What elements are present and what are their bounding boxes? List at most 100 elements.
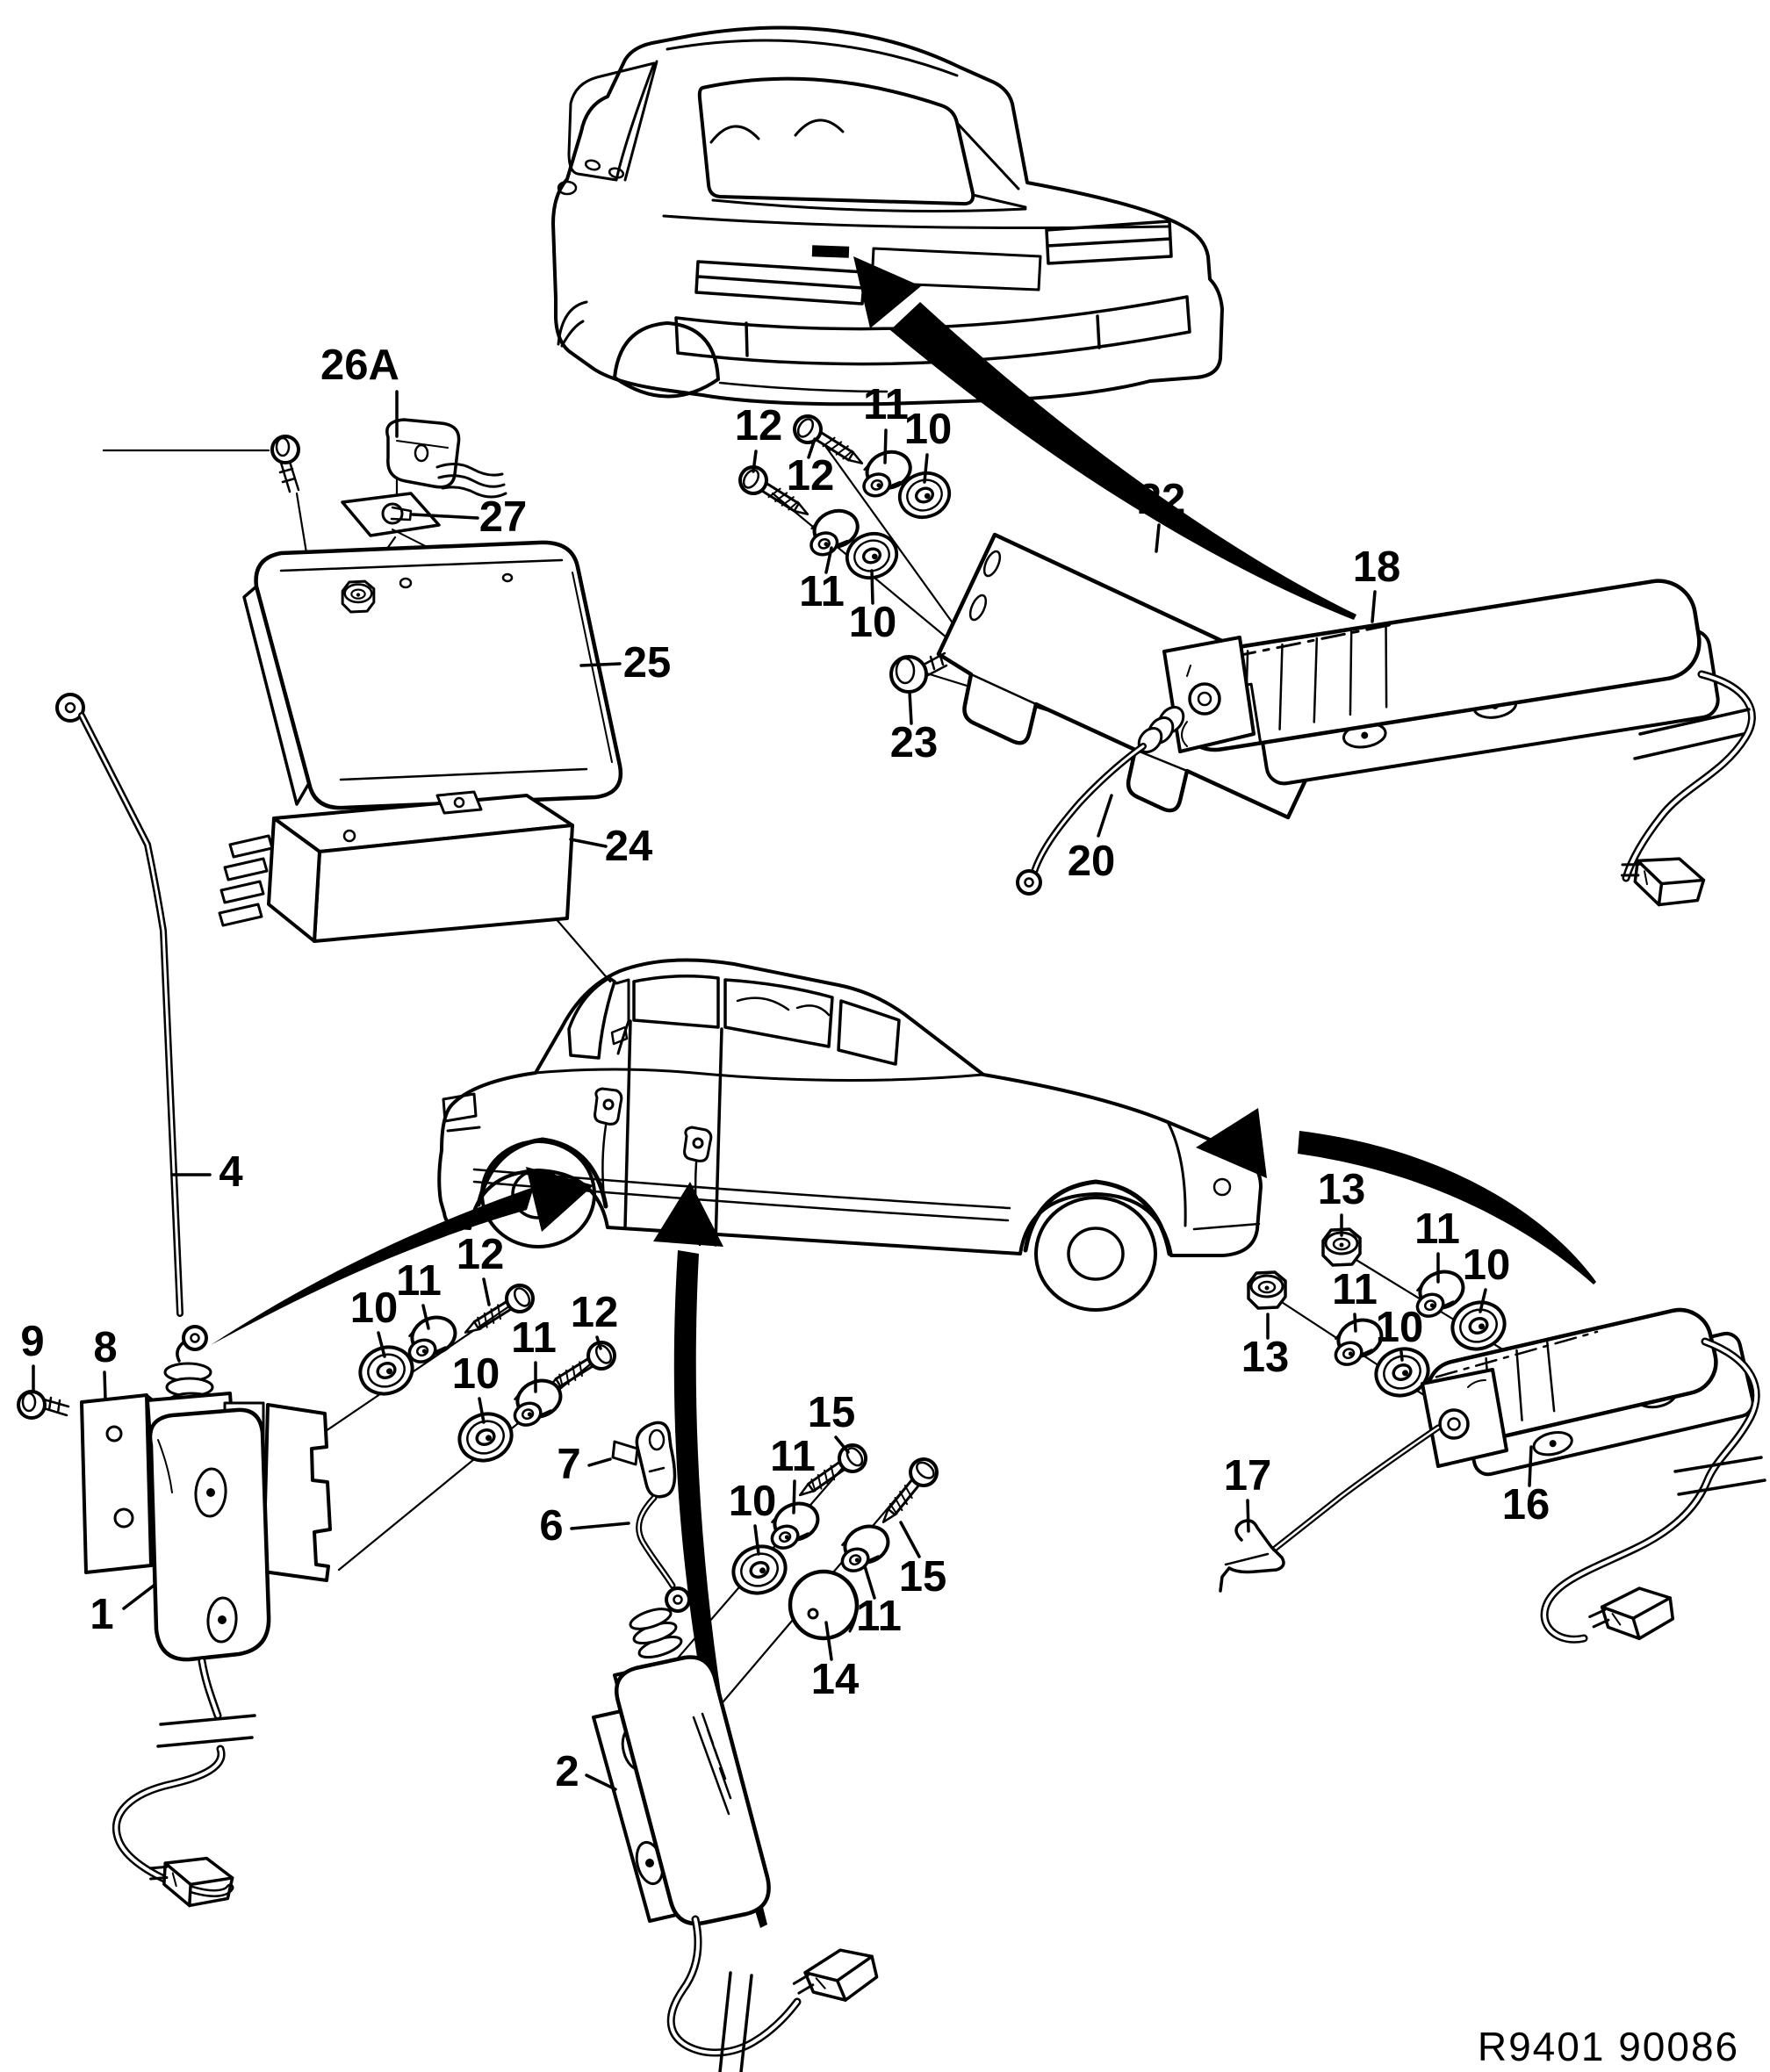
part-label-12-4: 12: [735, 402, 783, 450]
arrow-to-trunk: [1196, 1108, 1596, 1284]
callout-leader-16: [1528, 1445, 1533, 1487]
tailgate-lock-location: [811, 245, 850, 258]
part-label-11-22: 11: [511, 1314, 557, 1362]
rod-20: [1016, 743, 1147, 896]
actuator-18-assembly: [1016, 579, 1756, 915]
wire-16: [1540, 1337, 1766, 1650]
part-label-6-25: 6: [539, 1502, 563, 1550]
rod-4: [55, 693, 183, 1317]
connector-2: [787, 1939, 884, 2016]
callout-leader-27: [411, 513, 479, 520]
part-label-11-19: 11: [396, 1257, 442, 1305]
control-module-24: [218, 790, 574, 943]
relay-cover-assembly: [242, 418, 623, 810]
part-label-20-13: 20: [1068, 838, 1116, 885]
part-label-10-38: 10: [1376, 1304, 1424, 1351]
cap-14: [788, 1569, 860, 1641]
callout-leader-10: [753, 1524, 760, 1556]
part-label-1-17: 1: [90, 1591, 113, 1638]
rod-6: [636, 1494, 676, 1589]
callout-leader-2: [585, 1773, 617, 1791]
cover-nut: [341, 579, 376, 614]
part-label-9-15: 9: [20, 1318, 44, 1365]
callout-leader-15: [899, 1521, 921, 1558]
part-label-8-16: 8: [93, 1324, 117, 1371]
callout-leader-7: [587, 1457, 612, 1467]
callout-leader-11: [863, 1565, 876, 1600]
callout-leader-12: [482, 1277, 491, 1306]
callout-leader-12: [752, 450, 758, 473]
striker-plate: [262, 1403, 332, 1582]
part-label-16-39: 16: [1502, 1481, 1551, 1529]
wire-1: [112, 1657, 256, 1913]
part-label-14-31: 14: [811, 1656, 860, 1703]
car-side-view: [437, 958, 1263, 1312]
lock-plate-27: [341, 492, 457, 563]
part-label-27-1: 27: [479, 493, 528, 541]
callout-leader-12: [807, 437, 817, 459]
part-label-26A-0: 26A: [320, 342, 399, 389]
part-label-12-21: 12: [571, 1289, 619, 1336]
callout-leader-15: [834, 1435, 850, 1454]
callout-leader-22: [1155, 523, 1161, 553]
screw-15: [871, 1451, 945, 1533]
part-label-11-30: 11: [856, 1593, 902, 1640]
actuator-1: [146, 1325, 271, 1662]
callout-leader-11: [824, 546, 833, 574]
front-door-lock: [594, 1087, 623, 1199]
trunk-actuator-assembly: [1219, 1227, 1766, 1650]
callout-leader-10: [478, 1397, 486, 1424]
callout-leader-24: [569, 838, 608, 848]
wire-18: [1614, 670, 1756, 915]
callout-leader-10: [1399, 1350, 1404, 1362]
callout-leader-12: [595, 1335, 602, 1350]
callout-leader-25: [579, 662, 622, 667]
module-connector-pins: [218, 834, 274, 927]
part-label-11-37: 11: [1332, 1266, 1378, 1313]
front-door-actuator-assembly: [17, 693, 332, 1913]
part-label-2-32: 2: [555, 1748, 579, 1795]
callout-leader-10: [377, 1331, 386, 1358]
arrow-to-front-door: [211, 1167, 594, 1345]
part-label-4-14: 4: [219, 1148, 242, 1196]
part-label-7-24: 7: [557, 1441, 580, 1488]
grommet-10: [1443, 1293, 1514, 1358]
part-label-10-23: 10: [452, 1350, 500, 1398]
clip-7: [611, 1421, 677, 1499]
actuator-16-solenoid-end: [1421, 1368, 1508, 1468]
callout-leader-11: [1353, 1313, 1357, 1333]
car-rear-view: [551, 25, 1224, 406]
callout-leader-8: [103, 1371, 107, 1401]
cover-25: [242, 540, 623, 810]
grommet-10: [450, 1405, 521, 1470]
callout-leader-11: [421, 1304, 430, 1330]
connector-16: [1584, 1580, 1679, 1650]
rod-17: [1219, 1424, 1442, 1593]
part-label-10-7: 10: [904, 406, 953, 453]
arrow-to-tailgate: [853, 256, 1356, 620]
part-label-15-28: 15: [808, 1389, 856, 1436]
part-label-23-11: 23: [890, 719, 939, 766]
screw-23: [889, 651, 948, 694]
rear-door-actuator-assembly: [592, 1421, 884, 2072]
part-label-17-40: 17: [1224, 1452, 1272, 1500]
part-label-11-8: 11: [799, 568, 845, 615]
screw-9: [17, 1390, 70, 1420]
actuator-2: [592, 1586, 771, 1926]
callout-leader-11: [883, 428, 888, 464]
callout-leader-23: [908, 690, 913, 725]
part-label-18-12: 18: [1353, 543, 1401, 591]
clip-17: [1219, 1519, 1285, 1593]
part-label-25-2: 25: [623, 639, 672, 687]
part-label-10-9: 10: [849, 599, 897, 646]
part-label-15-29: 15: [899, 1553, 947, 1601]
arrow-to-rear-door: [653, 1182, 767, 1928]
nut-13: [1247, 1270, 1287, 1310]
clip-26a: [385, 418, 507, 499]
screw-26a: [270, 435, 300, 493]
part-label-11-6: 11: [863, 381, 909, 428]
part-label-12-20: 12: [457, 1231, 505, 1278]
part-label-13-36: 13: [1241, 1334, 1290, 1381]
callout-leader-10: [923, 453, 929, 484]
